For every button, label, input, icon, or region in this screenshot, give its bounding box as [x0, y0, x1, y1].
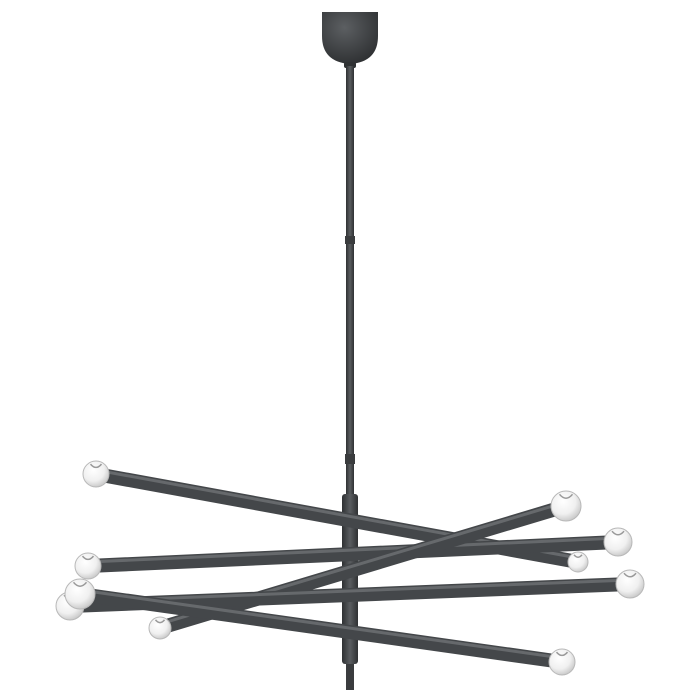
chandelier-arm	[81, 535, 625, 573]
light-bulb	[64, 578, 96, 610]
downrod	[345, 66, 355, 496]
light-bulb	[74, 552, 102, 580]
light-bulb	[82, 460, 110, 488]
bulbs-group	[55, 460, 645, 676]
bulb-filament	[611, 530, 625, 536]
bulb-filament	[573, 554, 583, 558]
central-hub	[342, 494, 358, 690]
light-bulb	[148, 616, 172, 640]
chandelier-arm-highlight	[86, 536, 620, 564]
chandelier-arm-highlight	[78, 588, 564, 660]
bulb-filament	[558, 493, 574, 499]
arms-group	[63, 467, 637, 669]
light-bulb	[550, 490, 582, 522]
bulb-filament	[154, 619, 166, 624]
chandelier-arm	[73, 587, 569, 669]
bulb-filament	[89, 463, 103, 469]
chandelier-arm	[153, 499, 573, 635]
bulb-filament	[81, 555, 95, 561]
bulb-filament	[623, 572, 637, 578]
ceiling-canopy	[322, 12, 378, 68]
bulb-filament	[72, 581, 88, 587]
light-bulb	[567, 551, 589, 573]
bulb-filament	[555, 651, 569, 657]
light-bulb	[603, 527, 633, 557]
chandelier-arm-highlight	[68, 578, 632, 604]
light-bulb	[615, 569, 645, 599]
light-bulb	[548, 648, 576, 676]
